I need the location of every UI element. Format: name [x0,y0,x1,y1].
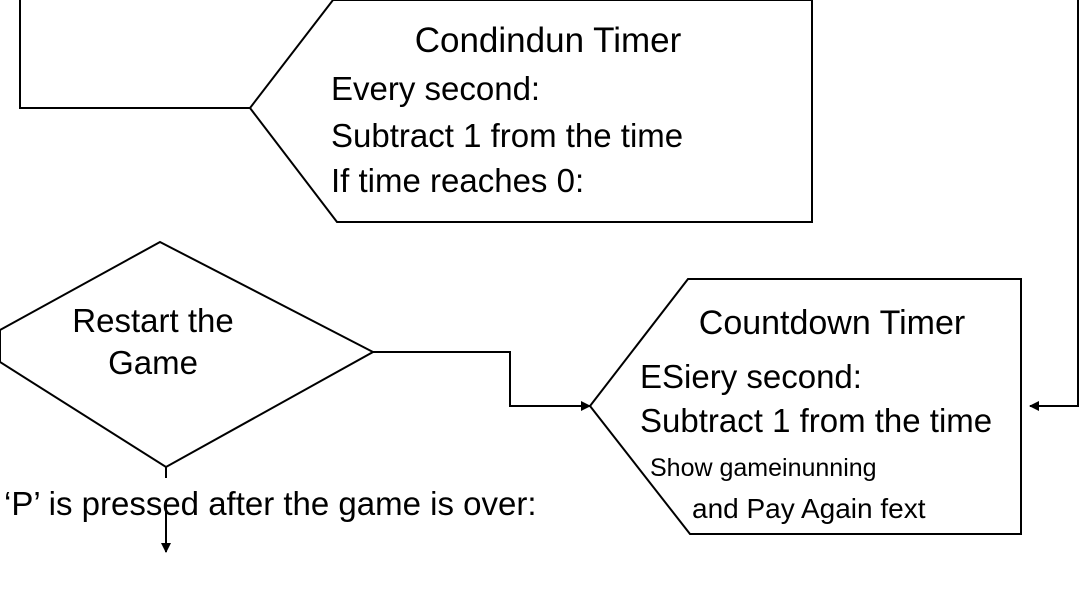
countdown-timer-block [588,278,1022,535]
top-timer-block [248,0,813,223]
connector-right-feedback [1029,0,1079,411]
connector-top-left [19,0,250,109]
top-timer-line-1: Every second: [331,70,540,107]
top-timer-line-3: If time reaches 0: [331,162,584,199]
restart-decision-diamond [0,240,376,469]
connector-decision-to-countdown [373,351,591,411]
top-timer-line-2: Subtract 1 from the time [331,117,683,154]
decision-label-line-1: Restart the [72,302,233,339]
top-timer-title: Condindun Timer [415,21,682,60]
decision-label-line-2: Game [108,344,198,381]
countdown-line-2: Subtract 1 from the time [640,402,992,439]
countdown-line-3: Show gameinunning [650,454,877,482]
countdown-title: Countdown Timer [699,304,965,342]
condition-label-bg [0,478,612,524]
condition-label: ‘P’ is pressed after the game is over: [4,485,537,522]
countdown-line-1: ESiery second: [640,358,862,395]
countdown-line-4: and Pay Again fext [692,493,926,524]
